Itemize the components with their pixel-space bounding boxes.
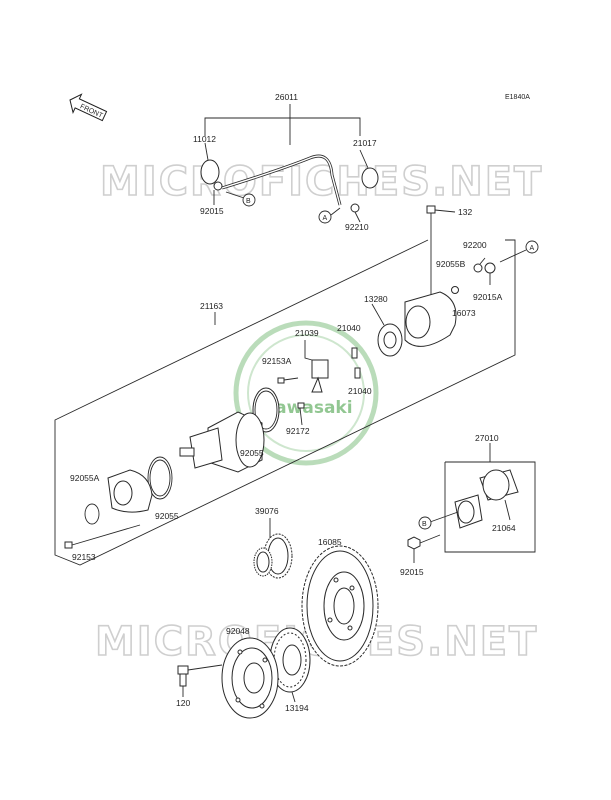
screw-92153a [277, 377, 299, 384]
label-21040-b: 21040 [348, 386, 372, 396]
label-92153a: 92153A [262, 356, 292, 366]
label-92210: 92210 [345, 222, 369, 232]
label-27010: 27010 [475, 433, 499, 443]
starter-clutch-gear-16085 [301, 545, 379, 667]
label-92172: 92172 [286, 426, 310, 436]
front-arrow-icon: FRONT [69, 93, 108, 122]
brush-plate-13280 [377, 323, 403, 357]
screw-92172 [297, 402, 305, 426]
label-16073: 16073 [452, 308, 476, 318]
long-bolt-92153 [64, 524, 141, 549]
svg-text:A: A [323, 215, 328, 222]
starter-motor-outline [54, 239, 516, 566]
label-92055b: 92055B [436, 259, 466, 269]
label-11012: 11012 [193, 134, 216, 144]
clutch-housing-92048 [221, 637, 279, 719]
brush-holder-assembly-27010 [429, 443, 536, 553]
label-120: 120 [176, 698, 190, 708]
end-cover-16073 [404, 291, 457, 347]
kawasaki-logo-watermark: Kawasaki [233, 320, 379, 466]
label-92055a: 92055A [70, 473, 100, 483]
callout-a-top: A [318, 207, 341, 224]
nut-92015-bottom [407, 534, 441, 563]
spring-21040-upper [351, 347, 358, 359]
logo-text: Kawasaki [262, 398, 353, 418]
watermark-top: MICROFICHES.NET [100, 159, 543, 205]
label-92048: 92048 [226, 626, 250, 636]
label-21017: 21017 [353, 138, 377, 148]
motor-yoke [179, 411, 265, 473]
label-21064: 21064 [492, 523, 516, 533]
label-13280: 13280 [364, 294, 388, 304]
bolt-132 [426, 205, 456, 300]
label-13194: 13194 [285, 703, 309, 713]
label-16085: 16085 [318, 537, 342, 547]
label-21163: 21163 [200, 301, 223, 311]
callout-b-top: B [242, 193, 256, 207]
label-92055-mid: 92055 [240, 448, 264, 458]
label-132: 132 [458, 207, 472, 217]
label-92200: 92200 [463, 240, 487, 250]
svg-text:B: B [422, 521, 427, 528]
label-92015a: 92015A [473, 292, 503, 302]
label-92055-low: 92055 [155, 511, 179, 521]
spring-21040-lower [354, 367, 361, 379]
brush-holder-21039 [304, 340, 329, 393]
svg-text:A: A [530, 245, 535, 252]
bolt-120 [177, 664, 223, 697]
label-92015-top: 92015 [200, 206, 224, 216]
one-way-clutch-13194 [269, 627, 311, 703]
idle-gear-39076 [253, 518, 293, 579]
label-21040-a: 21040 [337, 323, 361, 333]
label-26011: 26011 [275, 92, 298, 102]
callout-b-right: B [418, 516, 432, 530]
label-21039: 21039 [295, 328, 319, 338]
diagram-code: E1840A [505, 94, 530, 101]
svg-text:B: B [246, 198, 251, 205]
front-cover [107, 469, 153, 513]
label-39076: 39076 [255, 506, 279, 516]
starter-cable-group [200, 104, 379, 223]
callout-a-right: A [499, 240, 539, 263]
label-92015-bottom: 92015 [400, 567, 424, 577]
label-92153: 92153 [72, 552, 96, 562]
